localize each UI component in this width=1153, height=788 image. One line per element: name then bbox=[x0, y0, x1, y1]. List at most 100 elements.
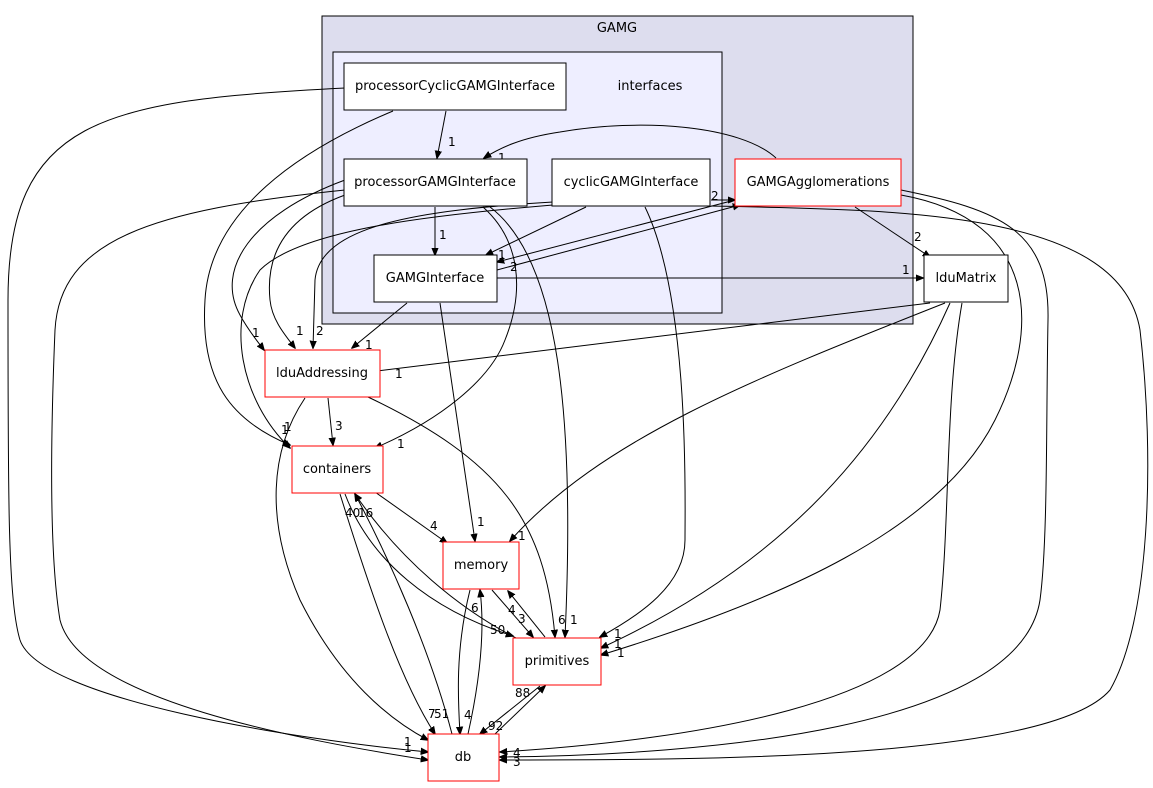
edge-label: 4 bbox=[513, 746, 521, 760]
node-label: lduAddressing bbox=[276, 366, 368, 381]
edge-label: 1 bbox=[252, 326, 260, 340]
edge-label: 1 bbox=[448, 135, 456, 149]
node-label: processorGAMGInterface bbox=[354, 175, 516, 190]
node-memory[interactable]: memory bbox=[442, 541, 520, 590]
edge-ga-pg bbox=[484, 124, 777, 158]
edge-label: 1 bbox=[614, 627, 622, 641]
edge-label: 51 bbox=[434, 707, 449, 721]
edge-lm-db bbox=[500, 302, 963, 752]
cluster-gamg-label: GAMG bbox=[597, 21, 637, 36]
edge-ct-db bbox=[339, 493, 435, 734]
edge-label: 1 bbox=[365, 338, 373, 352]
edges bbox=[7, 87, 1149, 760]
node-label: db bbox=[455, 750, 472, 765]
edge-cg-ct bbox=[240, 204, 554, 448]
edge-pg-db bbox=[51, 189, 428, 760]
edge-gi-ga bbox=[496, 205, 740, 271]
edge-label: 4 bbox=[508, 603, 516, 617]
node-label: processorCyclicGAMGInterface bbox=[355, 79, 555, 94]
edge-cg-gi bbox=[486, 206, 587, 255]
edge-pc-pg bbox=[437, 110, 447, 158]
edge-label: 2 bbox=[711, 189, 719, 203]
edge-label: 40 bbox=[345, 506, 360, 520]
node-primitives[interactable]: primitives bbox=[512, 637, 602, 686]
edge-label: 1 bbox=[281, 423, 289, 437]
node-label: GAMGInterface bbox=[386, 271, 484, 286]
node-cyclicgamginterface[interactable]: cyclicGAMGInterface bbox=[551, 158, 711, 207]
edge-label: 3 bbox=[513, 755, 521, 769]
edge-label: 3 bbox=[518, 612, 526, 626]
edge-la-ct bbox=[327, 397, 333, 445]
edge-label: 1 bbox=[570, 613, 578, 627]
edge-label: 1 bbox=[902, 263, 910, 277]
edge-label: 1 bbox=[404, 741, 412, 755]
node-containers[interactable]: containers bbox=[291, 445, 384, 494]
node-ldumatrix[interactable]: lduMatrix bbox=[923, 254, 1009, 303]
node-gamgagglomerations[interactable]: GAMGAgglomerations bbox=[734, 158, 902, 207]
edge-pr-db bbox=[480, 685, 541, 734]
edge-la-pr bbox=[367, 396, 555, 637]
edge-mem-db bbox=[458, 589, 471, 734]
edge-label: 2 bbox=[316, 324, 324, 338]
node-label: cyclicGAMGInterface bbox=[564, 175, 699, 190]
edge-db-ct bbox=[355, 494, 453, 735]
edge-label: 1 bbox=[395, 367, 403, 381]
edge-la-db bbox=[275, 397, 428, 740]
edge-cg-db bbox=[500, 205, 1149, 760]
node-gamginterface[interactable]: GAMGInterface bbox=[373, 254, 498, 303]
edge-ga-gi bbox=[497, 199, 736, 262]
edge-label: 4 bbox=[430, 519, 438, 533]
edge-pg-pr bbox=[489, 206, 568, 637]
edge-label: 1 bbox=[518, 529, 526, 543]
edge-label: 4 bbox=[464, 708, 472, 722]
edge-label: 1 bbox=[477, 515, 485, 529]
edge-gi-mem bbox=[439, 302, 475, 541]
edge-label: 2 bbox=[510, 260, 518, 274]
edge-label: 50 bbox=[490, 623, 505, 637]
edge-cg-pr bbox=[600, 206, 686, 637]
edge-lm-la bbox=[369, 302, 931, 372]
node-label: lduMatrix bbox=[935, 271, 996, 286]
node-label: memory bbox=[454, 558, 509, 573]
edge-label: 2 bbox=[914, 230, 922, 244]
node-label: primitives bbox=[525, 654, 590, 669]
edge-label: 6 bbox=[471, 601, 479, 615]
edge-label: 1 bbox=[617, 646, 625, 660]
edge-label: 1 bbox=[439, 228, 447, 242]
edge-pr-ct bbox=[355, 494, 521, 641]
edge-label: 3 bbox=[335, 419, 343, 433]
edge-label: 92 bbox=[488, 719, 503, 733]
edge-ga-db bbox=[500, 189, 1049, 757]
node-label: containers bbox=[303, 462, 372, 477]
edge-pc-db bbox=[7, 87, 428, 752]
edge-label: 1 bbox=[284, 420, 292, 434]
cluster-interfaces-label: interfaces bbox=[618, 79, 683, 94]
edge-pr-mem bbox=[508, 591, 546, 638]
edge-pg-la bbox=[268, 194, 346, 348]
edge-label: 1 bbox=[498, 248, 506, 262]
edge-gi-la bbox=[352, 302, 408, 348]
edge-label: 1 bbox=[404, 735, 412, 749]
edge-pc-la bbox=[231, 179, 346, 350]
edge-mem-pr bbox=[491, 589, 533, 637]
edge-label: 6 bbox=[558, 613, 566, 627]
node-processorcyclicgamginterface[interactable]: processorCyclicGAMGInterface bbox=[343, 62, 567, 111]
edge-label: 7 bbox=[428, 707, 436, 721]
node-processorgamginterface[interactable]: processorGAMGInterface bbox=[343, 158, 528, 207]
edge-label: 1 bbox=[614, 637, 622, 651]
edge-labels: 1 1 1 2 2 1 2 1 1 1 2 1 1 3 1 1 4 1 1 50… bbox=[252, 135, 922, 769]
edge-ct-pr bbox=[344, 493, 513, 636]
edge-db-pr bbox=[494, 686, 545, 735]
edge-label: 1 bbox=[296, 324, 304, 338]
edge-label: 16 bbox=[358, 506, 373, 520]
edge-pg-ct bbox=[375, 206, 518, 448]
node-lduaddressing[interactable]: lduAddressing bbox=[264, 349, 381, 398]
edge-db-mem bbox=[467, 590, 482, 735]
edge-pc-ct bbox=[203, 110, 394, 445]
edge-lm-pr bbox=[601, 302, 951, 648]
edge-ga-pr bbox=[601, 194, 1023, 655]
node-db[interactable]: db bbox=[427, 733, 500, 782]
node-label: GAMGAgglomerations bbox=[747, 175, 890, 190]
edge-lm-mem bbox=[510, 302, 946, 541]
